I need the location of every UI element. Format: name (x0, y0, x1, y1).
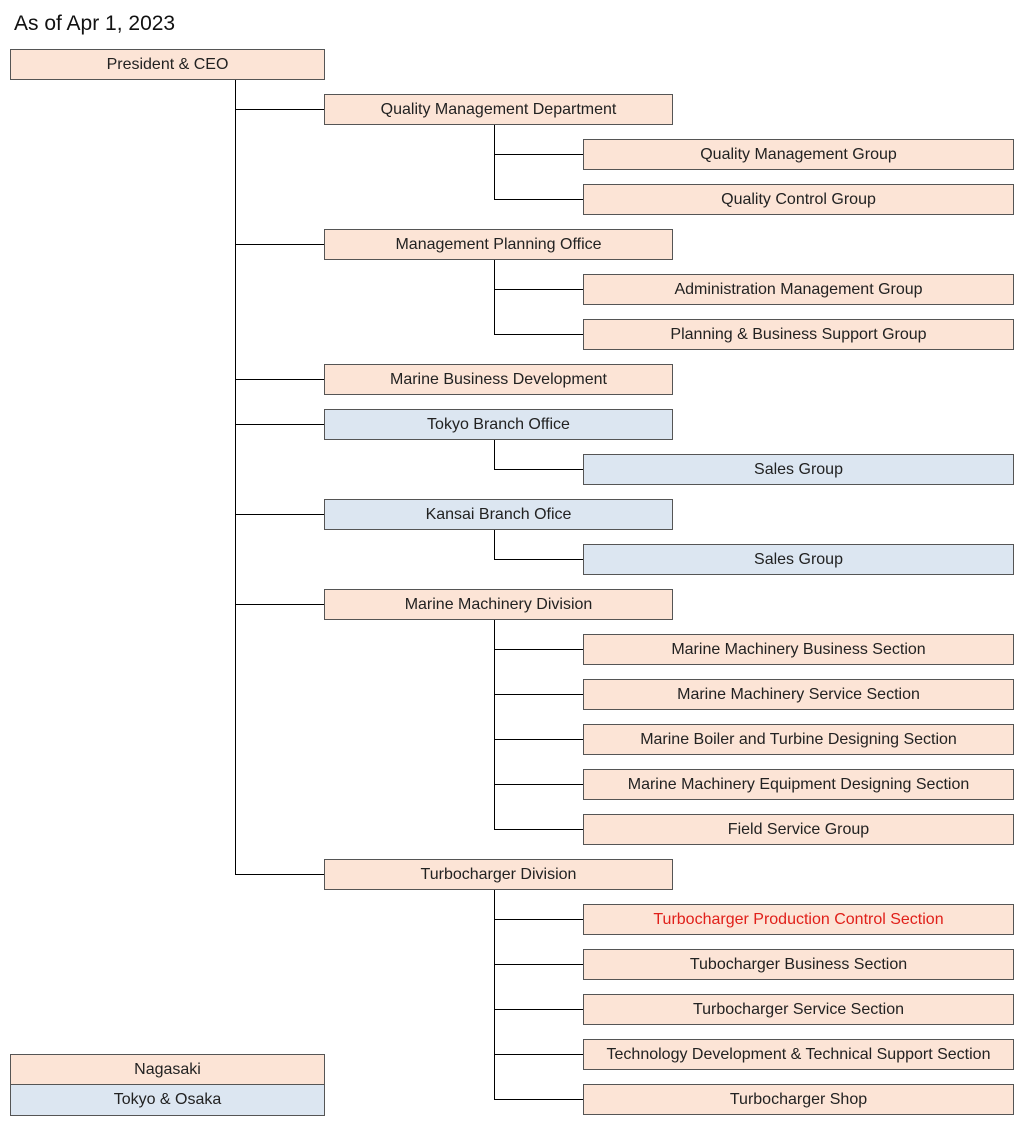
section-turbocharger-business: Tubocharger Business Section (583, 949, 1014, 980)
section-marine-machinery-service: Marine Machinery Service Section (583, 679, 1014, 710)
legend-tokyo-osaka: Tokyo & Osaka (10, 1085, 325, 1116)
group-quality-management: Quality Management Group (583, 139, 1014, 170)
section-marine-machinery-equipment-designing: Marine Machinery Equipment Designing Sec… (583, 769, 1014, 800)
ceo-box: President & CEO (10, 49, 325, 80)
legend-nagasaki: Nagasaki (10, 1054, 325, 1085)
section-turbocharger-service: Turbocharger Service Section (583, 994, 1014, 1025)
as-of-date-label: As of Apr 1, 2023 (14, 12, 176, 35)
dept-kansai-branch: Kansai Branch Ofice (324, 499, 673, 530)
group-quality-control: Quality Control Group (583, 184, 1014, 215)
dept-turbocharger: Turbocharger Division (324, 859, 673, 890)
turbocharger-shop: Turbocharger Shop (583, 1084, 1014, 1115)
group-kansai-sales: Sales Group (583, 544, 1014, 575)
dept-marine-machinery: Marine Machinery Division (324, 589, 673, 620)
section-marine-machinery-business: Marine Machinery Business Section (583, 634, 1014, 665)
group-field-service: Field Service Group (583, 814, 1014, 845)
group-administration-management: Administration Management Group (583, 274, 1014, 305)
dept-management-planning: Management Planning Office (324, 229, 673, 260)
group-tokyo-sales: Sales Group (583, 454, 1014, 485)
group-planning-business-support: Planning & Business Support Group (583, 319, 1014, 350)
section-technology-development-support: Technology Development & Technical Suppo… (583, 1039, 1014, 1070)
dept-quality-management: Quality Management Department (324, 94, 673, 125)
section-marine-boiler-turbine-designing: Marine Boiler and Turbine Designing Sect… (583, 724, 1014, 755)
location-legend: Nagasaki Tokyo & Osaka (10, 1054, 325, 1116)
dept-tokyo-branch: Tokyo Branch Office (324, 409, 673, 440)
dept-marine-business-development: Marine Business Development (324, 364, 673, 395)
section-turbocharger-production-control: Turbocharger Production Control Section (583, 904, 1014, 935)
